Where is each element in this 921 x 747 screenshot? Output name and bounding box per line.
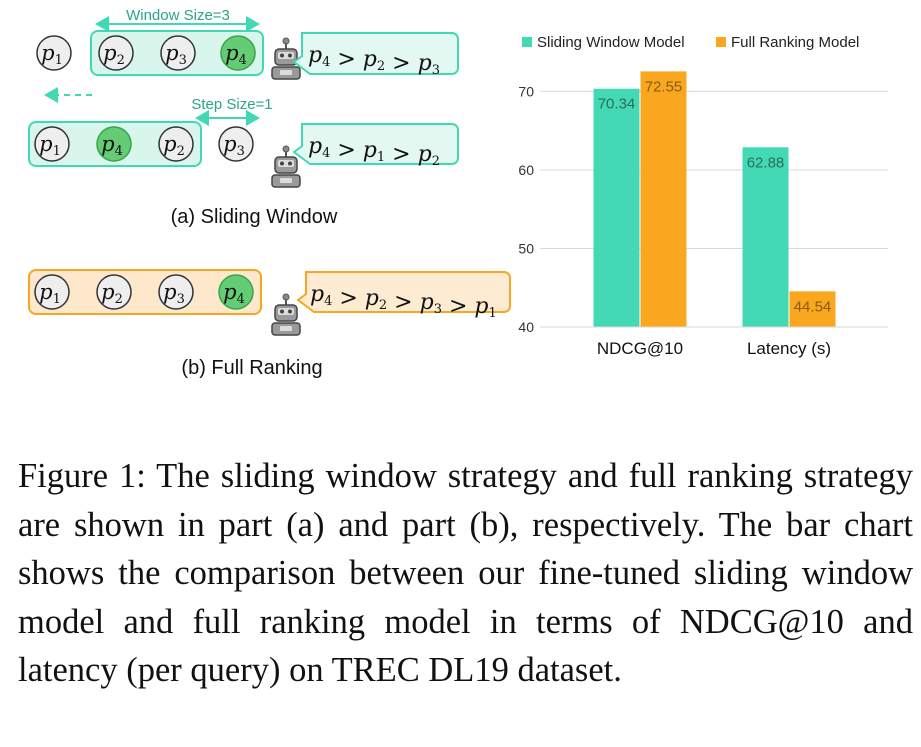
passage-p1: p1 (34, 274, 70, 310)
legend-label: Full Ranking Model (731, 34, 859, 51)
caption-text: Figure 1: The sliding window strategy an… (18, 457, 913, 689)
passage-p4: p4 (218, 274, 254, 310)
bar-full-0 (640, 71, 687, 327)
figure-1: Window Size=3 p1 p2 p3 p4 p4 > p2 > p3 Step… (28, 7, 888, 379)
window-size-label: Window Size=3 (126, 7, 230, 24)
passage-p1: p1 (36, 35, 72, 71)
data-label: 72.55 (645, 78, 683, 95)
legend-swatch (522, 37, 532, 47)
y-tick-label: 40 (518, 319, 534, 335)
bar-sliding-0 (593, 88, 640, 328)
part-b-label: (b) Full Ranking (181, 357, 322, 379)
bar-sliding-1 (742, 147, 789, 327)
data-label: 44.54 (794, 298, 832, 315)
passage-p3: p3 (218, 126, 254, 162)
row3-output-bubble (296, 271, 511, 313)
row1-robot-icon (271, 37, 301, 80)
ranking-expression: p4 > p1 > p2 (308, 134, 440, 169)
row3-window (28, 269, 262, 315)
row1-output-bubble (292, 32, 459, 75)
passage-p3: p3 (160, 35, 196, 71)
window-size-annotation: Window Size=3 (95, 7, 260, 32)
passage-p1: p1 (34, 126, 70, 162)
data-label: 62.88 (747, 154, 785, 171)
data-label: 70.34 (598, 96, 636, 113)
passage-p2: p2 (98, 35, 134, 71)
legend-label: Sliding Window Model (537, 34, 685, 51)
row1-passages: p1 p2 p3 p4 (36, 35, 256, 71)
passage-p2: p2 (96, 274, 132, 310)
y-tick-label: 70 (518, 83, 534, 99)
figure-caption: Figure 1: The sliding window strategy an… (18, 452, 913, 695)
row3-output: p4 > p2 > p3 > p1 (310, 282, 497, 321)
y-tick-label: 60 (518, 162, 534, 178)
chart-legend: Sliding Window Model Full Ranking Model (522, 34, 859, 51)
row1-output: p4 > p2 > p3 (308, 43, 440, 78)
x-category-label: Latency (s) (747, 339, 831, 358)
row3-robot-icon (271, 293, 301, 336)
ranking-expression: p4 > p2 > p3 > p1 (310, 282, 497, 321)
x-category-label: NDCG@10 (597, 339, 683, 358)
step-size-label: Step Size=1 (191, 96, 272, 113)
row3-passages: p1 p2 p3 p4 (34, 274, 254, 310)
ranking-expression: p4 > p2 > p3 (308, 43, 440, 78)
passage-p3: p3 (158, 274, 194, 310)
row2-output: p4 > p1 > p2 (308, 134, 440, 169)
row2-output-bubble (292, 123, 459, 165)
passage-p4: p4 (220, 35, 256, 71)
step-size-annotation: Step Size=1 (191, 96, 273, 126)
legend-swatch (716, 37, 726, 47)
passage-p2: p2 (158, 126, 194, 162)
row2-passages: p1 p4 p2 p3 (34, 126, 254, 162)
y-tick-label: 50 (518, 240, 534, 256)
part-a-label: (a) Sliding Window (171, 206, 338, 228)
passage-p4: p4 (96, 126, 132, 162)
bar-full-1 (789, 291, 836, 327)
